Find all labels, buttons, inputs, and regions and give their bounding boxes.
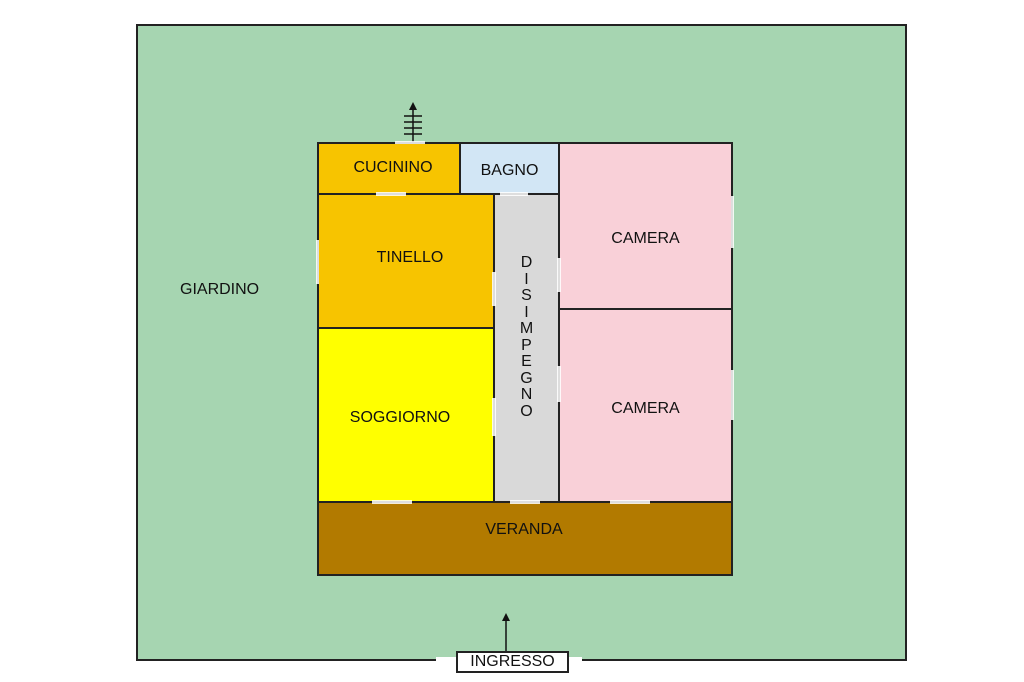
garden-label: GIARDINO bbox=[180, 281, 260, 298]
window-bedroom-2-right bbox=[731, 370, 734, 420]
room-living-label: SOGGIORNO bbox=[349, 409, 451, 426]
door-corridor-veranda bbox=[510, 500, 540, 504]
corridor-letter: N bbox=[520, 386, 533, 403]
room-bedroom-2-label: CAMERA bbox=[611, 399, 680, 417]
door-bedroom-2-veranda bbox=[610, 500, 650, 504]
room-dining-label: TINELLO bbox=[376, 249, 444, 266]
room-bedroom-2: CAMERA bbox=[558, 308, 733, 503]
room-veranda: VERANDA bbox=[317, 501, 733, 576]
corridor-letter: M bbox=[519, 320, 534, 337]
room-corridor-label: D I S I M P E G N O bbox=[519, 254, 534, 420]
door-dining-corridor bbox=[492, 272, 496, 306]
door-living-corridor bbox=[492, 398, 496, 436]
corridor-letter: D bbox=[520, 254, 533, 271]
window-dining-left bbox=[316, 240, 319, 284]
entrance-label: INGRESSO bbox=[456, 651, 569, 673]
window-kitchen-top bbox=[395, 141, 425, 144]
room-bedroom-1-label: CAMERA bbox=[611, 230, 680, 247]
corridor-letter: I bbox=[524, 303, 529, 321]
antenna-icon bbox=[404, 102, 422, 144]
room-corridor: D I S I M P E G N O bbox=[493, 193, 560, 503]
corridor-letter: S bbox=[521, 287, 532, 304]
room-bathroom: BAGNO bbox=[459, 142, 560, 195]
door-kitchen-dining bbox=[376, 192, 406, 196]
entrance-label-text: INGRESSO bbox=[470, 653, 555, 670]
corridor-letter: G bbox=[520, 369, 533, 387]
door-corridor-bedroom-1 bbox=[557, 258, 561, 292]
room-veranda-label: VERANDA bbox=[485, 520, 563, 538]
corridor-letter: O bbox=[520, 402, 533, 420]
room-bedroom-1: CAMERA bbox=[558, 142, 733, 310]
door-corridor-bath bbox=[500, 192, 528, 196]
room-bathroom-label: BAGNO bbox=[480, 161, 539, 179]
room-kitchenette-label: CUCININO bbox=[353, 158, 433, 176]
room-dining: TINELLO bbox=[317, 193, 495, 329]
room-living: SOGGIORNO bbox=[317, 327, 495, 503]
room-kitchenette: CUCININO bbox=[317, 142, 461, 195]
door-corridor-bedroom-2 bbox=[557, 366, 561, 402]
corridor-letter: P bbox=[521, 336, 532, 354]
entrance-arrow-icon bbox=[502, 613, 510, 652]
corridor-letter: E bbox=[521, 353, 532, 370]
window-bedroom-1-right bbox=[731, 196, 734, 248]
corridor-letter: I bbox=[524, 270, 529, 288]
door-living-veranda bbox=[372, 500, 412, 504]
